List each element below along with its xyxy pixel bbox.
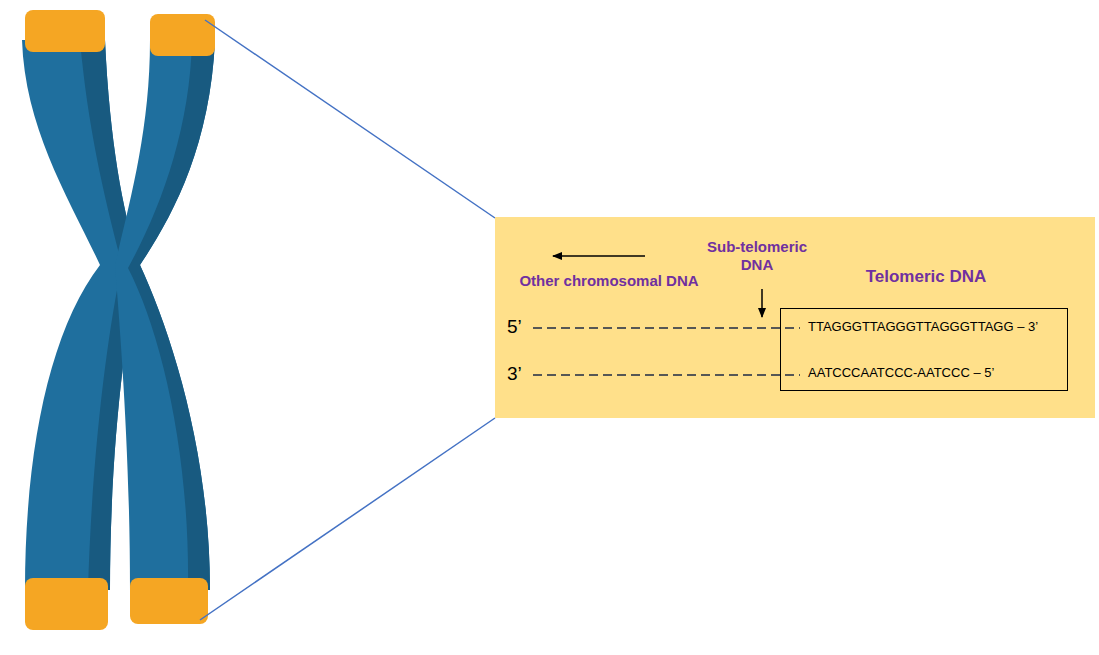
dna-strand — [533, 327, 800, 329]
region-label: Other chromosomal DNA — [519, 272, 699, 290]
strand-end-label: 3’ — [507, 363, 537, 386]
telomere-cap — [25, 578, 108, 630]
dna-strand — [533, 374, 800, 376]
direction-arrow — [553, 255, 645, 257]
dna-sequence: AATCCCAATCCC-AATCCC – 5’ — [808, 365, 1066, 381]
telomere-cap — [130, 578, 208, 624]
chromatid-shade — [128, 40, 215, 590]
region-heading: Telomeric DNA — [821, 267, 1031, 287]
dna-sequence: TTAGGGTTAGGGTTAGGGTTAGG – 3’ — [808, 319, 1066, 335]
zoom-line — [200, 418, 495, 620]
telomere-cap — [25, 10, 105, 52]
zoom-panel: Other chromosomal DNASub-telomeric DNA 5’… — [495, 217, 1095, 418]
pointer-arrow — [761, 289, 763, 317]
zoom-line — [205, 20, 495, 218]
strand-end-label: 5’ — [507, 316, 537, 339]
right-chromatid — [115, 40, 215, 590]
region-label: Sub-telomeric DNA — [702, 238, 812, 274]
telomere-box: Telomeric DNATTAGGGTTAGGGTTAGGGTTAGG – 3… — [780, 308, 1068, 391]
